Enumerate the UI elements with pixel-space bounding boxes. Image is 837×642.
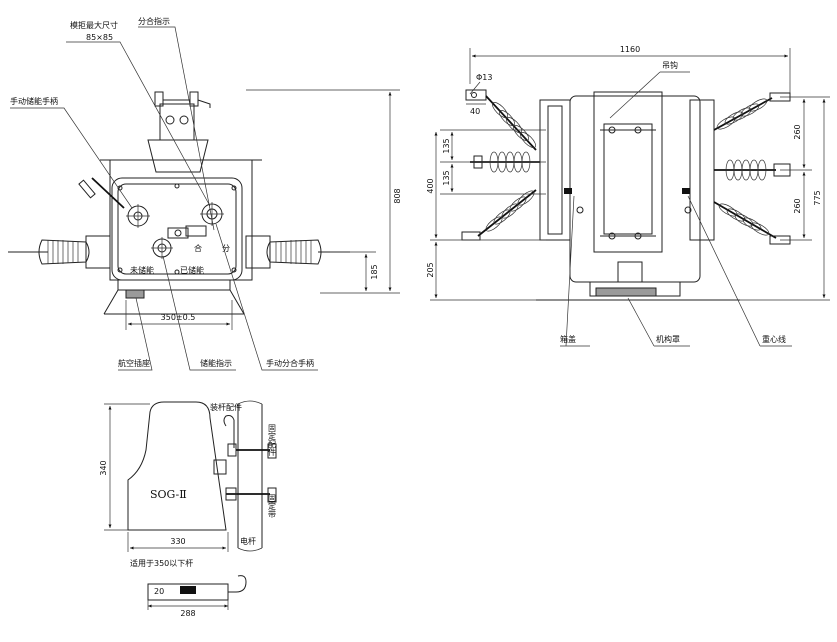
dim-288-text: 288: [180, 609, 195, 618]
leader-mold-size: [66, 41, 211, 207]
front-view: 808 185 350±0.5 模拒最大尺寸 85×85 分合指示 手动储能手柄…: [8, 16, 402, 371]
dim-1160-text: 1160: [620, 45, 640, 54]
dim-775-text: 775: [813, 190, 822, 205]
dim-1160: 1160: [469, 45, 791, 100]
label-model: SOG-Ⅱ: [150, 488, 187, 501]
manual-storage-handle-knob: [126, 204, 150, 228]
dim-400-text: 400: [426, 178, 435, 193]
leader-manual-open-close-handle: [215, 223, 318, 371]
leader-center-line: [687, 195, 792, 347]
terminal-plate-upper: [465, 89, 487, 101]
label-manual-storage-handle: 手动储能手柄: [10, 96, 58, 106]
dim-135a-text: 135: [442, 138, 451, 153]
control-box: [111, 177, 243, 281]
leader-mechanism-cover: [627, 297, 690, 347]
label-note: 适用于350以下杆: [130, 558, 193, 568]
label-open: 分: [222, 244, 230, 253]
dim-hole-offset: 40: [470, 107, 480, 116]
leader-hook: [609, 71, 690, 119]
upper-shield: [147, 139, 209, 173]
dim-hole-dia: Φ13: [476, 73, 492, 82]
leader-manual-storage-handle: [10, 107, 133, 209]
label-pole: 电杆: [240, 536, 256, 546]
dims-left-side: 135 135 400 205: [426, 129, 546, 301]
dim-260a-text: 260: [793, 124, 802, 139]
right-insulators-side: [713, 92, 791, 245]
base-plate: 288 20: [147, 575, 247, 618]
dim-185-text: 185: [370, 264, 379, 279]
label-center-line: 重心线: [762, 334, 786, 344]
label-stored: 已储能: [180, 265, 204, 275]
dim-340: 340: [99, 403, 150, 531]
left-insulator: [8, 235, 111, 269]
leader-open-close-indicator: [138, 26, 215, 231]
label-mounting-fitting: 装杆配件: [210, 402, 242, 412]
dim-350-text: 350±0.5: [161, 313, 196, 322]
top-lifting-lugs: [154, 91, 211, 141]
dim-330-text: 330: [170, 537, 185, 546]
leader-box-cover: [560, 195, 590, 347]
label-close: 合: [194, 243, 202, 253]
label-box-cover: 箱盖: [560, 334, 576, 344]
label-mold-dim: 85×85: [86, 33, 113, 42]
dim-808-text: 808: [393, 188, 402, 203]
label-unstored: 未储能: [130, 265, 154, 275]
label-open-close-indicator: 分合指示: [138, 16, 170, 26]
sog-body: [127, 401, 227, 531]
label-manual-open-close-handle: 手动分合手柄: [266, 358, 314, 368]
leader-aviation-socket: [118, 297, 153, 371]
dim-135b-text: 135: [442, 170, 451, 185]
left-insulators-side: [461, 95, 540, 241]
label-fixing-band: 固定带: [268, 494, 277, 519]
fixing-hardware: [213, 415, 277, 503]
label-storage-indicator: 储能指示: [200, 358, 232, 368]
dims-right-side: 260 260 775: [740, 96, 830, 301]
front-base: [103, 279, 245, 315]
main-tank-side: [536, 91, 740, 301]
dim-340-text: 340: [99, 460, 108, 475]
label-aviation-socket: 航空插座: [118, 358, 150, 368]
label-mold-size: 模拒最大尺寸: [70, 20, 118, 30]
label-mechanism-cover: 机构罩: [656, 334, 680, 344]
label-hook: 吊钩: [662, 60, 678, 70]
pole: [237, 404, 263, 548]
dim-808: 808: [246, 89, 402, 294]
dim-260b-text: 260: [793, 198, 802, 213]
dim-205-text: 205: [426, 262, 435, 277]
leader-storage-indicator: [162, 255, 236, 371]
storage-indicator-knob: [151, 237, 173, 259]
side-view: 1160 Φ13 40: [426, 45, 830, 347]
storage-handle-lever: [91, 177, 125, 209]
bracket-view: SOG-Ⅱ 装杆配件 固定配件 固定带 电杆 340 3: [99, 400, 277, 618]
dim-330: 330: [127, 532, 229, 552]
label-fixing-fitting: 固定配件: [268, 424, 277, 457]
dim-185: 185: [330, 251, 379, 291]
dim-20-text: 20: [154, 587, 164, 596]
